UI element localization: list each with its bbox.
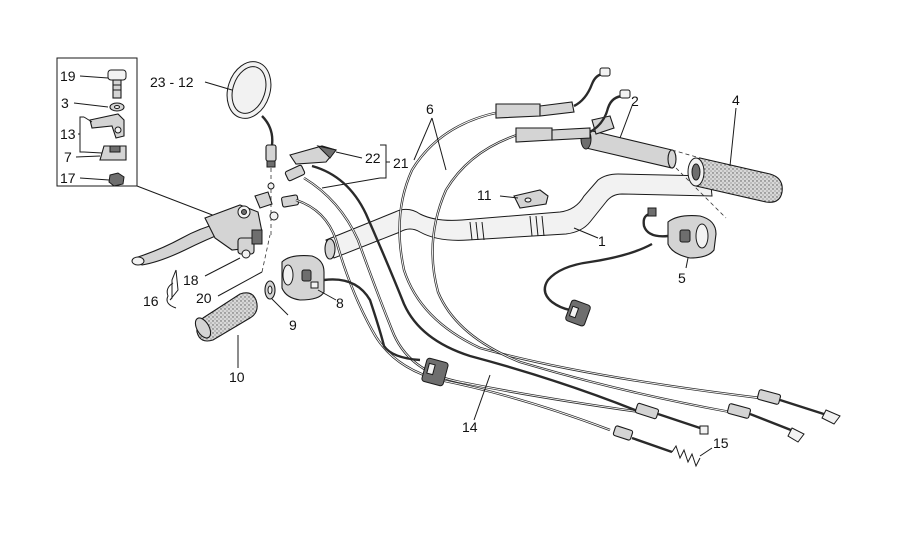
handlebar-1 bbox=[324, 173, 713, 260]
label-16: 16 bbox=[143, 293, 159, 309]
label-20: 20 bbox=[196, 290, 212, 306]
label-4: 4 bbox=[732, 92, 740, 108]
label-1: 1 bbox=[598, 233, 606, 249]
left-switch-8 bbox=[281, 255, 337, 301]
throttle-2 bbox=[580, 105, 677, 169]
label-22: 22 bbox=[365, 150, 381, 166]
label-2: 2 bbox=[631, 93, 639, 109]
label-5: 5 bbox=[678, 270, 686, 286]
hardware-inset bbox=[56, 57, 216, 217]
bracket-13 bbox=[89, 113, 125, 139]
brake-lever-16 bbox=[131, 191, 273, 266]
washer-3 bbox=[109, 102, 125, 112]
clamp-7 bbox=[99, 145, 127, 161]
label-7: 7 bbox=[64, 149, 72, 165]
label-6: 6 bbox=[426, 101, 434, 117]
label-18: 18 bbox=[183, 272, 199, 288]
label-8: 8 bbox=[336, 295, 344, 311]
left-connector bbox=[421, 357, 449, 387]
cable-ends-top bbox=[267, 164, 306, 221]
nut-17 bbox=[108, 172, 125, 187]
left-grip-10 bbox=[194, 292, 258, 368]
label-17: 17 bbox=[60, 170, 76, 186]
part-22 bbox=[289, 145, 363, 165]
label-15: 15 bbox=[713, 435, 729, 451]
throttle-cables-6 bbox=[398, 67, 841, 443]
cable-clip-11 bbox=[499, 189, 549, 209]
mirror-23-12 bbox=[204, 61, 277, 235]
label-23-12: 23 - 12 bbox=[150, 74, 194, 90]
label-21: 21 bbox=[393, 155, 409, 171]
label-3: 3 bbox=[61, 95, 69, 111]
right-switch-5 bbox=[642, 207, 717, 269]
clutch-cables-14 bbox=[295, 164, 709, 454]
label-19: 19 bbox=[60, 68, 76, 84]
right-connector bbox=[565, 299, 591, 327]
label-14: 14 bbox=[462, 419, 478, 435]
right-grip-4 bbox=[671, 107, 783, 219]
label-9: 9 bbox=[289, 317, 297, 333]
spring-15 bbox=[671, 444, 713, 468]
label-10: 10 bbox=[229, 369, 245, 385]
label-11: 11 bbox=[477, 187, 492, 203]
screw-19 bbox=[107, 69, 127, 99]
washer-9 bbox=[264, 280, 289, 316]
label-13: 13 bbox=[60, 126, 76, 142]
